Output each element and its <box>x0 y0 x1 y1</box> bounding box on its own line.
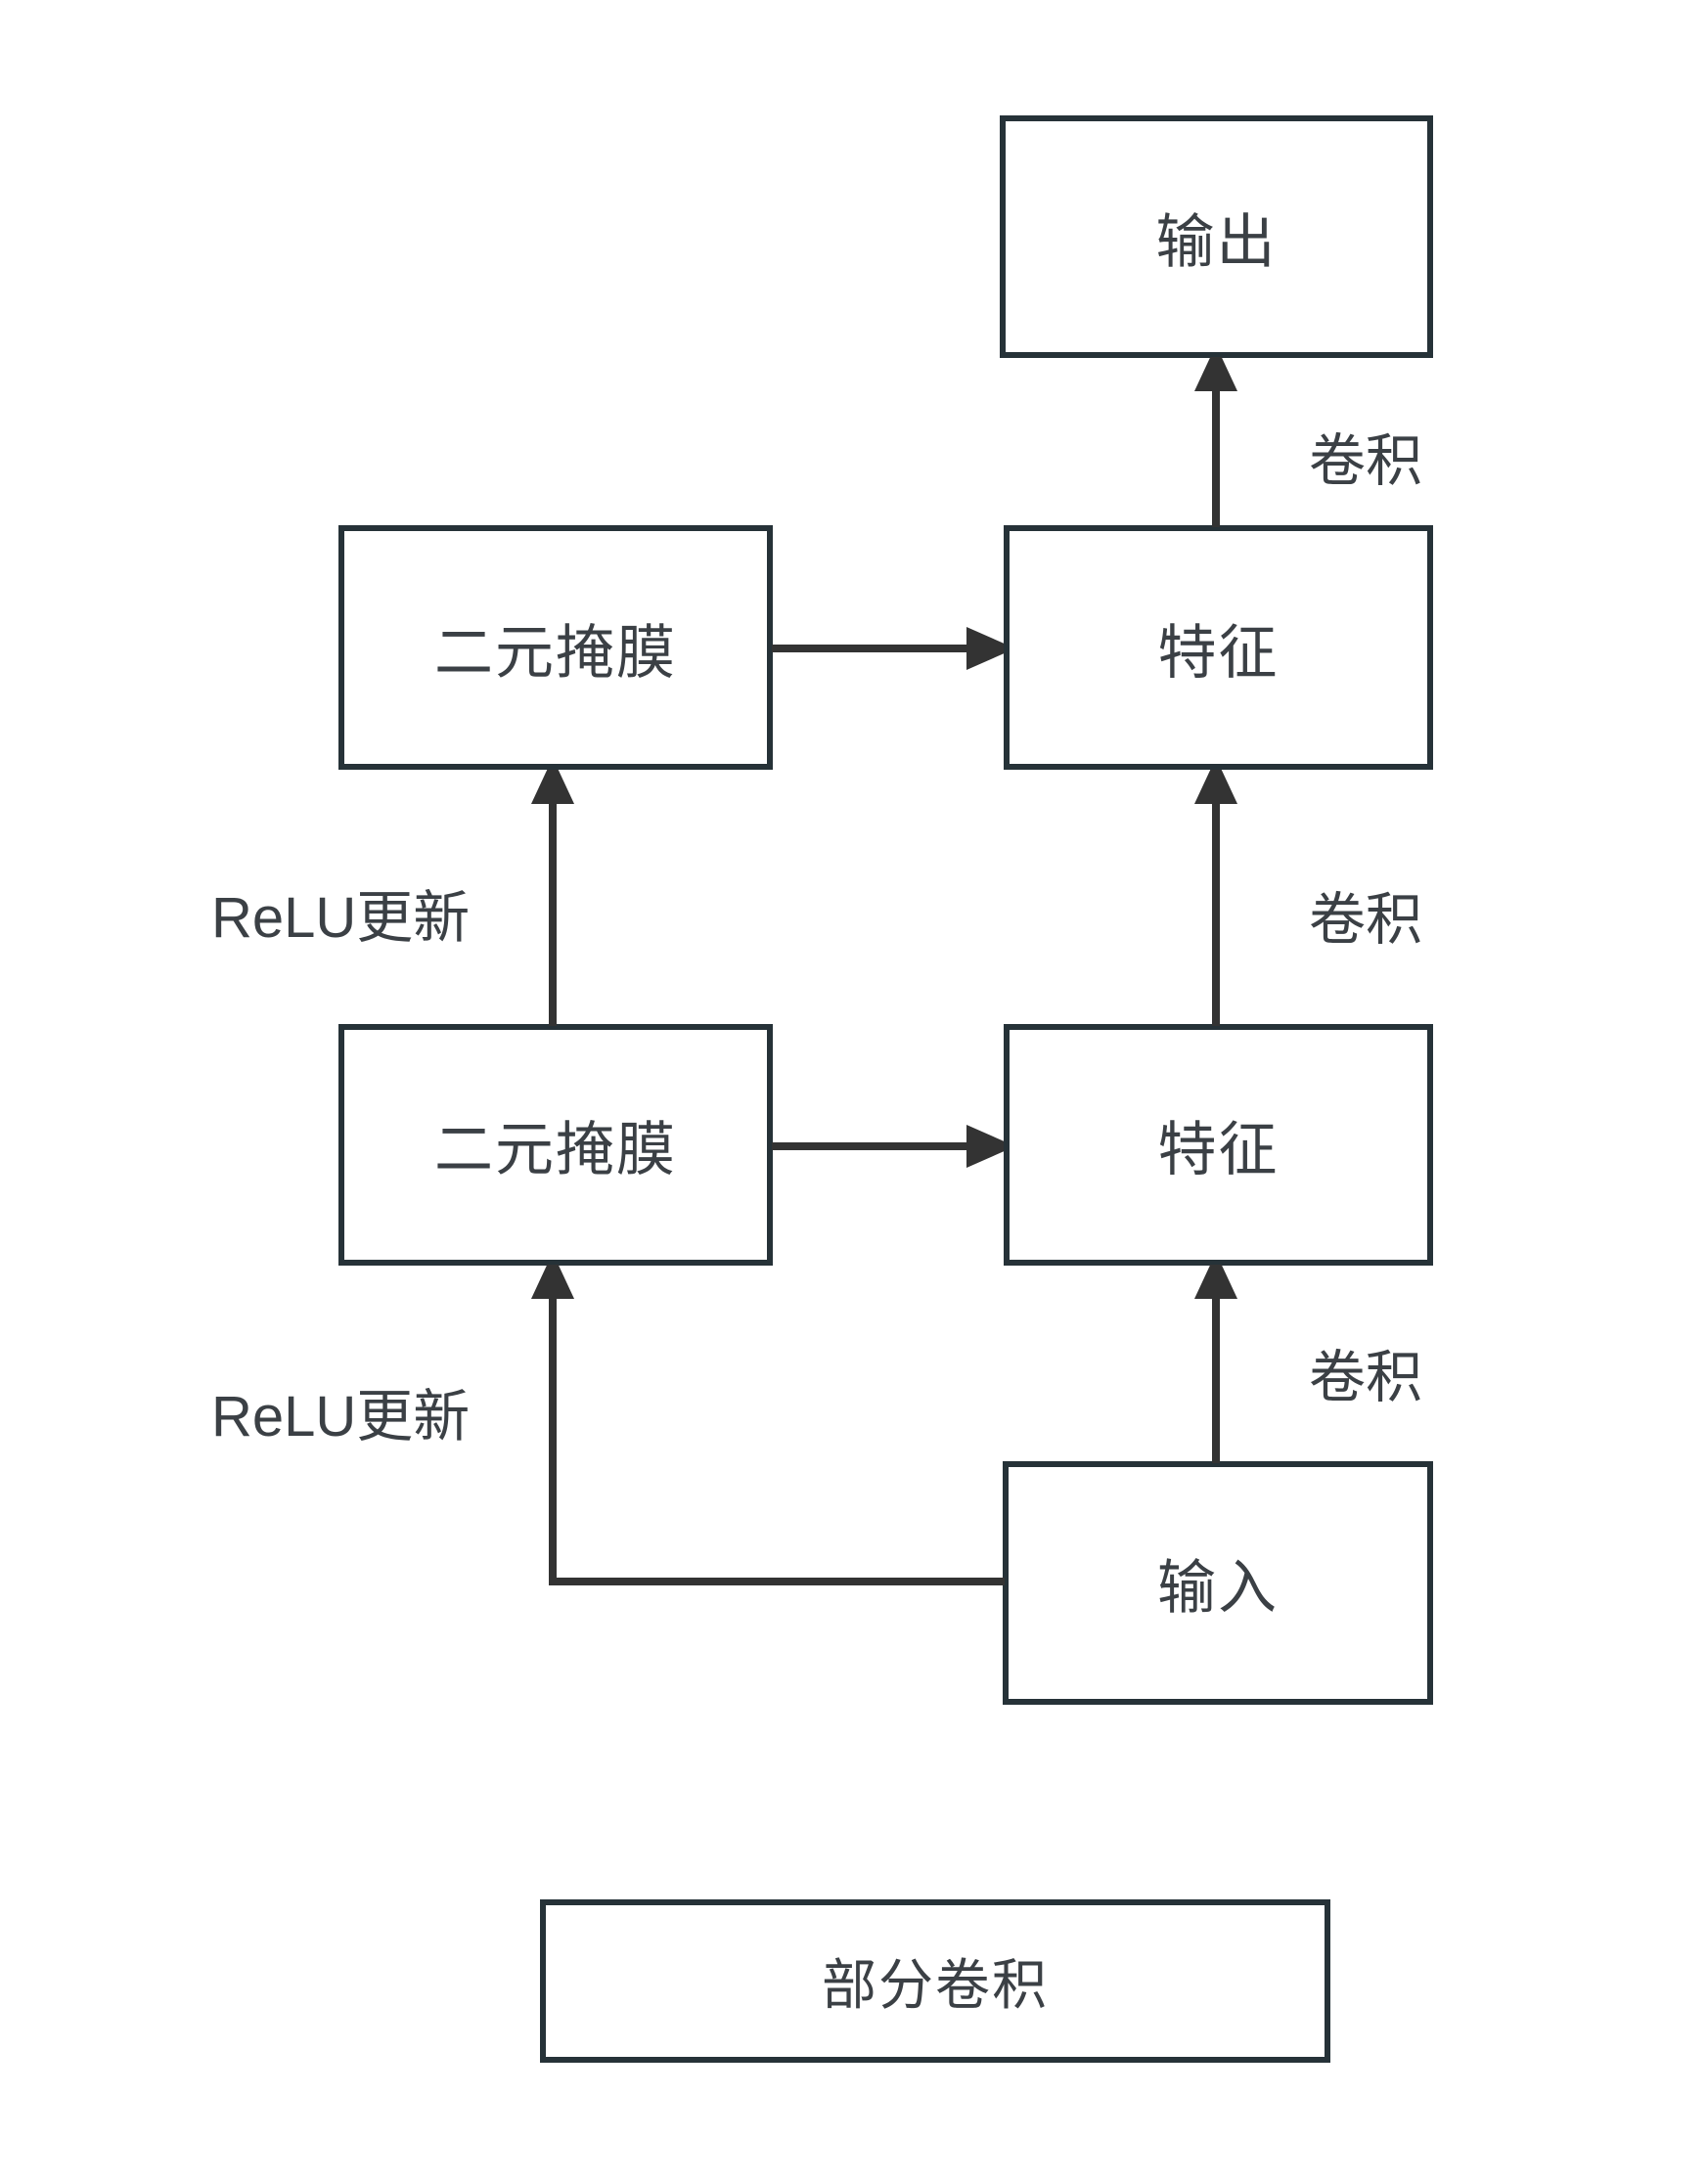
node-feature-upper-label: 特征 <box>1157 619 1280 686</box>
arrowhead-mask-upper-to-feature-upper <box>966 627 1004 670</box>
arrow-mask-lower-to-mask-upper <box>549 802 557 1026</box>
edge-label-convolution-top: 卷积 <box>1309 429 1423 493</box>
arrow-input-to-mask-lower-vertical <box>549 1297 557 1585</box>
arrow-mask-lower-to-feature-lower <box>772 1142 969 1150</box>
arrow-mask-upper-to-feature-upper <box>772 645 969 652</box>
node-output-label: 输出 <box>1155 208 1278 275</box>
diagram-title: 部分卷积 <box>822 1954 1049 2016</box>
title-box: 部分卷积 <box>540 1899 1330 2063</box>
node-binary-mask-upper: 二元掩膜 <box>338 525 773 770</box>
arrowhead-input-to-mask-lower <box>531 1265 574 1299</box>
arrow-feature-upper-to-output <box>1212 389 1220 527</box>
arrowhead-feature-lower-to-feature-upper <box>1194 770 1237 804</box>
arrowhead-mask-lower-to-mask-upper <box>531 770 574 804</box>
arrow-input-to-mask-lower-horizontal <box>549 1578 1005 1585</box>
edge-label-relu-update-top: ReLU更新 <box>211 886 471 950</box>
node-feature-lower: 特征 <box>1004 1024 1433 1266</box>
node-feature-upper: 特征 <box>1004 525 1433 770</box>
node-output: 输出 <box>1000 115 1433 358</box>
node-input: 输入 <box>1003 1461 1433 1705</box>
node-binary-mask-lower: 二元掩膜 <box>338 1024 773 1266</box>
arrow-feature-lower-to-feature-upper <box>1212 802 1220 1026</box>
node-binary-mask-upper-label: 二元掩膜 <box>434 619 677 686</box>
edge-label-convolution-bottom: 卷积 <box>1309 1346 1423 1409</box>
node-binary-mask-lower-label: 二元掩膜 <box>434 1117 677 1182</box>
arrow-input-to-feature-lower <box>1212 1297 1220 1463</box>
node-input-label: 输入 <box>1157 1555 1279 1621</box>
arrowhead-feature-upper-to-output <box>1194 357 1237 391</box>
arrowhead-input-to-feature-lower <box>1194 1265 1237 1299</box>
node-feature-lower-label: 特征 <box>1157 1117 1280 1182</box>
arrowhead-mask-lower-to-feature-lower <box>966 1125 1004 1168</box>
edge-label-relu-update-bottom: ReLU更新 <box>211 1385 471 1449</box>
edge-label-convolution-middle: 卷积 <box>1309 888 1423 952</box>
